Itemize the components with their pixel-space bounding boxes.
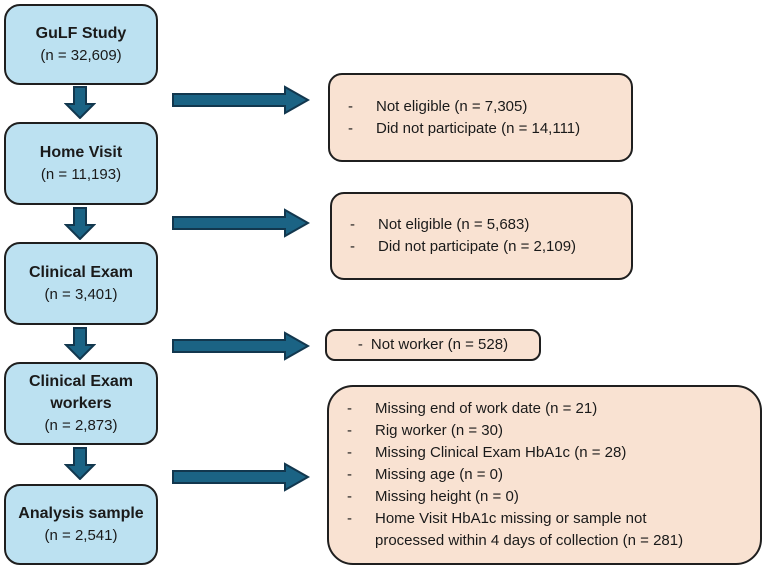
stage-box-clinical-exam: Clinical Exam (n = 3,401) bbox=[4, 242, 158, 325]
exclusion-item-text: Missing Clinical Exam HbA1c (n = 28) bbox=[375, 444, 627, 461]
exclusion-item: - Not eligible (n = 5,683) bbox=[350, 214, 619, 236]
bullet-dash: - bbox=[350, 238, 355, 255]
bullet-dash: - bbox=[348, 119, 353, 137]
exclusion-item: - Did not participate (n = 2,109) bbox=[350, 236, 619, 258]
down-arrow-1 bbox=[64, 86, 96, 119]
stage-box-clinical-exam-workers: Clinical Exam workers (n = 2,873) bbox=[4, 362, 158, 445]
bullet-dash: - bbox=[347, 400, 352, 417]
exclusion-item: - Missing Clinical Exam HbA1c (n = 28) bbox=[347, 442, 748, 464]
exclusion-box-clinical-exam: - Not eligible (n = 5,683) - Did not par… bbox=[330, 192, 633, 280]
stage-box-gulf-study: GuLF Study (n = 32,609) bbox=[4, 4, 158, 85]
stage-box-analysis-sample: Analysis sample (n = 2,541) bbox=[4, 484, 158, 565]
exclusion-box-home-visit: - Not eligible (n = 7,305) - Did not par… bbox=[328, 73, 633, 162]
exclusion-item-text: Did not participate (n = 14,111) bbox=[376, 119, 581, 137]
stage-count: (n = 2,541) bbox=[44, 526, 118, 544]
exclusion-item-text: Missing end of work date (n = 21) bbox=[375, 400, 598, 417]
down-arrow-4 bbox=[64, 447, 96, 480]
right-arrow-1 bbox=[172, 85, 310, 115]
exclusion-item: - Did not participate (n = 14,111) bbox=[348, 118, 619, 140]
stage-title: GuLF Study bbox=[35, 24, 127, 42]
bullet-dash: - bbox=[347, 488, 352, 505]
exclusion-item: - Missing age (n = 0) bbox=[347, 464, 748, 486]
stage-count: (n = 32,609) bbox=[40, 46, 122, 64]
exclusion-item: - Missing height (n = 0) bbox=[347, 486, 748, 508]
exclusion-item: - Rig worker (n = 30) bbox=[347, 420, 748, 442]
stage-count: (n = 3,401) bbox=[44, 285, 118, 303]
right-arrow-2 bbox=[172, 208, 310, 238]
bullet-dash: - bbox=[347, 466, 352, 483]
exclusion-item: - Home Visit HbA1c missing or sample not… bbox=[347, 508, 748, 552]
exclusion-box-not-worker: - Not worker (n = 528) bbox=[325, 329, 541, 361]
stage-title: Clinical Exam bbox=[28, 263, 134, 281]
exclusion-item: - Not eligible (n = 7,305) bbox=[348, 96, 619, 118]
exclusion-item-text: Not worker (n = 528) bbox=[370, 336, 509, 353]
stage-title: Clinical Exam workers bbox=[28, 372, 134, 412]
exclusion-item-text: Missing age (n = 0) bbox=[375, 466, 503, 483]
exclusion-item-text: Not eligible (n = 5,683) bbox=[378, 216, 530, 233]
bullet-dash: - bbox=[350, 216, 355, 233]
exclusion-item: - Missing end of work date (n = 21) bbox=[347, 398, 748, 420]
exclusion-item-text: Home Visit HbA1c missing or sample not p… bbox=[375, 510, 684, 549]
stage-title: Home Visit bbox=[39, 143, 123, 161]
bullet-dash: - bbox=[347, 510, 352, 527]
stage-title: Analysis sample bbox=[18, 504, 144, 522]
down-arrow-2 bbox=[64, 207, 96, 240]
exclusion-item-text: Rig worker (n = 30) bbox=[375, 422, 503, 439]
down-arrow-3 bbox=[64, 327, 96, 360]
stage-count: (n = 2,873) bbox=[44, 416, 118, 434]
bullet-dash: - bbox=[348, 97, 353, 115]
stage-count: (n = 11,193) bbox=[40, 165, 122, 183]
right-arrow-4 bbox=[172, 462, 310, 492]
exclusion-item-text: Not eligible (n = 7,305) bbox=[376, 97, 528, 115]
bullet-dash: - bbox=[357, 336, 363, 353]
exclusion-item-text: Did not participate (n = 2,109) bbox=[378, 238, 577, 255]
right-arrow-3 bbox=[172, 331, 310, 361]
exclusion-box-analysis-sample: - Missing end of work date (n = 21) - Ri… bbox=[327, 385, 762, 565]
stage-box-home-visit: Home Visit (n = 11,193) bbox=[4, 122, 158, 205]
bullet-dash: - bbox=[347, 444, 352, 461]
exclusion-item-text: Missing height (n = 0) bbox=[375, 488, 519, 505]
bullet-dash: - bbox=[347, 422, 352, 439]
